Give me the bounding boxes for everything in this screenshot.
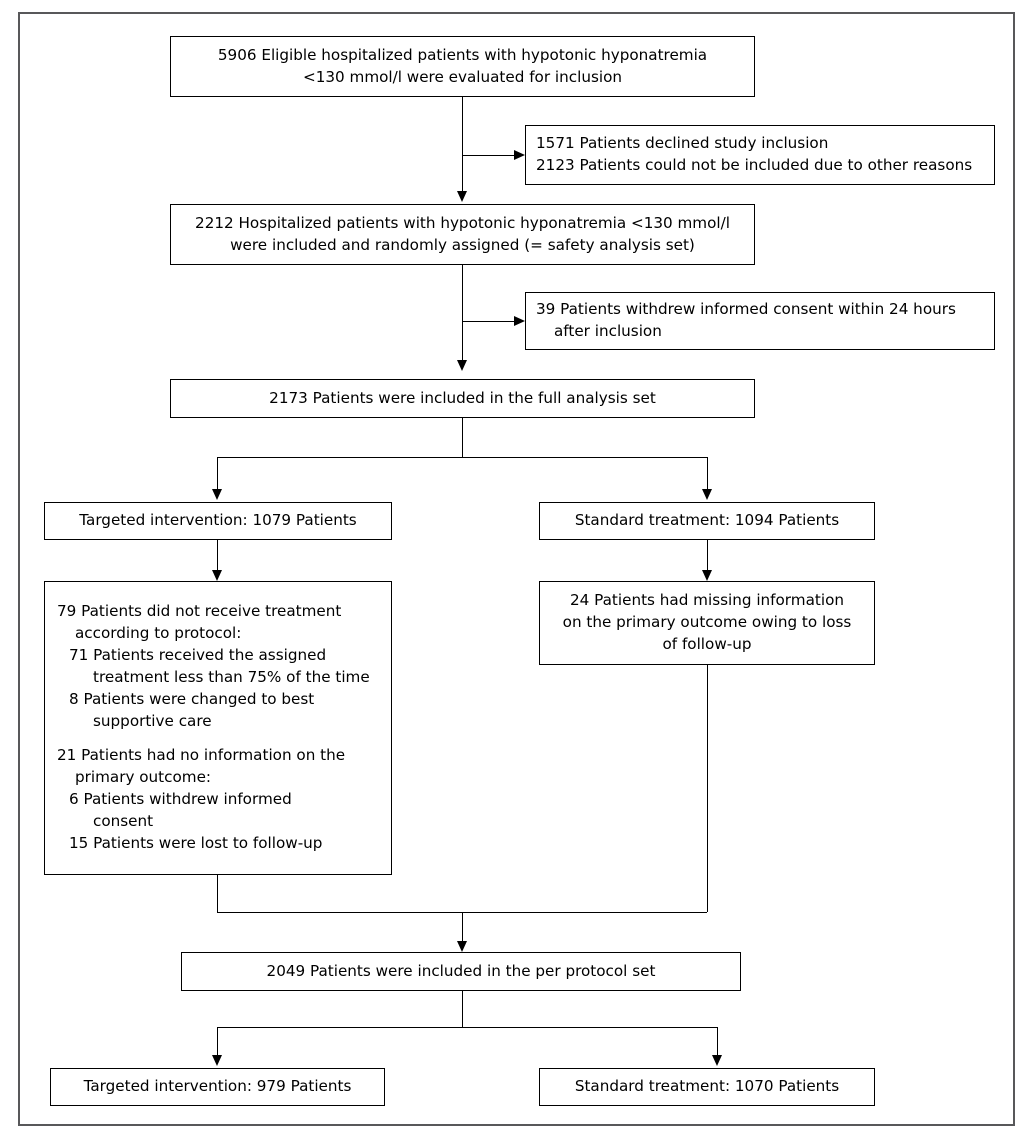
- connector-pp-to-left-arm: [217, 1027, 218, 1055]
- node-arm-right-per-protocol: Standard treatment: 1070 Patients: [539, 1068, 875, 1106]
- arrowhead-to-randomized: [456, 191, 467, 202]
- connector-screened-to-randomized: [462, 97, 463, 191]
- connector-per-protocol-stem: [462, 991, 463, 1027]
- node-randomized: 2212 Hospitalized patients with hypotoni…: [170, 204, 755, 265]
- arrowhead-to-left-exclusions: [211, 570, 222, 581]
- connector-randomized-to-excluded2: [462, 321, 514, 322]
- node-arm-left-per-protocol-label: Targeted intervention: 979 Patients: [83, 1077, 352, 1096]
- node-full-analysis-set-line-1: 2173 Patients were included in the full …: [269, 388, 656, 407]
- connector-pp-to-right-arm: [717, 1027, 718, 1055]
- node-screened-line-1: 5906 Eligible hospitalized patients with…: [217, 45, 708, 64]
- left-exclusions-line-4: treatment less than 75% of the time: [93, 667, 370, 686]
- left-exclusions-line-1: 79 Patients did not receive treatment: [57, 602, 342, 621]
- right-exclusions-line-2: on the primary outcome owing to loss: [562, 613, 852, 632]
- connector-fas-stem: [462, 418, 463, 457]
- node-full-analysis-set: 2173 Patients were included in the full …: [170, 379, 755, 418]
- left-exclusions-line-8: primary outcome:: [75, 768, 212, 787]
- node-screened-line-2: <130 mmol/l were evaluated for inclusion: [302, 67, 622, 86]
- right-exclusions-line-3: of follow-up: [662, 634, 752, 653]
- connector-right-arm-to-exclusions: [707, 540, 708, 570]
- arrowhead-to-fas: [456, 360, 467, 371]
- node-excluded-2-line-2: after inclusion: [554, 322, 662, 340]
- node-randomized-line-1: 2212 Hospitalized patients with hypotoni…: [195, 213, 730, 232]
- arrowhead-to-right-arm-pp: [711, 1055, 722, 1066]
- node-excluded-2: 39 Patients withdrew informed consent wi…: [525, 292, 995, 350]
- node-per-protocol-set-line-1: 2049 Patients were included in the per p…: [266, 961, 656, 980]
- node-excluded-1-line-1: 1571 Patients declined study inclusion: [536, 134, 829, 153]
- node-excluded-2-line-1: 39 Patients withdrew informed consent wi…: [536, 300, 956, 319]
- connector-merge-to-per-protocol: [462, 912, 463, 941]
- left-exclusions-line-6: supportive care: [93, 711, 212, 730]
- connector-screened-to-excluded1: [462, 155, 514, 156]
- left-exclusions-line-3: 71 Patients received the assigned: [69, 645, 327, 664]
- arrowhead-to-right-arm: [701, 489, 712, 500]
- node-arm-right-fas-label: Standard treatment: 1094 Patients: [574, 511, 840, 530]
- left-exclusions-line-9: 6 Patients withdrew informed: [69, 790, 292, 809]
- arrowhead-to-left-arm: [211, 489, 222, 500]
- node-arm-right-fas: Standard treatment: 1094 Patients: [539, 502, 875, 540]
- node-arm-left-per-protocol: Targeted intervention: 979 Patients: [50, 1068, 385, 1106]
- left-exclusions-line-2: according to protocol:: [75, 623, 242, 642]
- node-randomized-line-2: were included and randomly assigned (= s…: [230, 235, 695, 254]
- connector-left-exclusions-down: [217, 875, 218, 912]
- page-frame: [18, 12, 1015, 1126]
- node-left-exclusions: 79 Patients did not receive treatment ac…: [44, 581, 392, 875]
- connector-fas-to-right-arm: [707, 457, 708, 489]
- arrowhead-to-excluded2: [514, 315, 525, 326]
- connector-right-exclusions-down: [707, 665, 708, 912]
- arrowhead-to-excluded1: [514, 149, 525, 160]
- arrowhead-to-left-arm-pp: [211, 1055, 222, 1066]
- node-right-exclusions: 24 Patients had missing information on t…: [539, 581, 875, 665]
- connector-fas-to-left-arm: [217, 457, 218, 489]
- left-exclusions-line-5: 8 Patients were changed to best: [69, 689, 315, 708]
- left-exclusions-line-11: 15 Patients were lost to follow-up: [69, 834, 323, 852]
- node-arm-left-fas: Targeted intervention: 1079 Patients: [44, 502, 392, 540]
- node-arm-right-per-protocol-label: Standard treatment: 1070 Patients: [574, 1077, 840, 1096]
- node-per-protocol-set: 2049 Patients were included in the per p…: [181, 952, 741, 991]
- node-arm-left-fas-label: Targeted intervention: 1079 Patients: [79, 511, 357, 530]
- connector-left-arm-to-exclusions: [217, 540, 218, 570]
- arrowhead-to-right-exclusions: [701, 570, 712, 581]
- left-exclusions-line-7: 21 Patients had no information on the: [57, 746, 346, 765]
- arrowhead-to-per-protocol: [456, 941, 467, 952]
- right-exclusions-line-1: 24 Patients had missing information: [570, 591, 844, 610]
- node-excluded-1: 1571 Patients declined study inclusion 2…: [525, 125, 995, 185]
- connector-randomized-to-fas: [462, 265, 463, 360]
- node-excluded-1-line-2: 2123 Patients could not be included due …: [536, 156, 973, 174]
- node-screened: 5906 Eligible hospitalized patients with…: [170, 36, 755, 97]
- connector-per-protocol-split-bar: [217, 1027, 717, 1028]
- connector-fas-split-bar: [217, 457, 707, 458]
- left-exclusions-line-10: consent: [93, 812, 154, 831]
